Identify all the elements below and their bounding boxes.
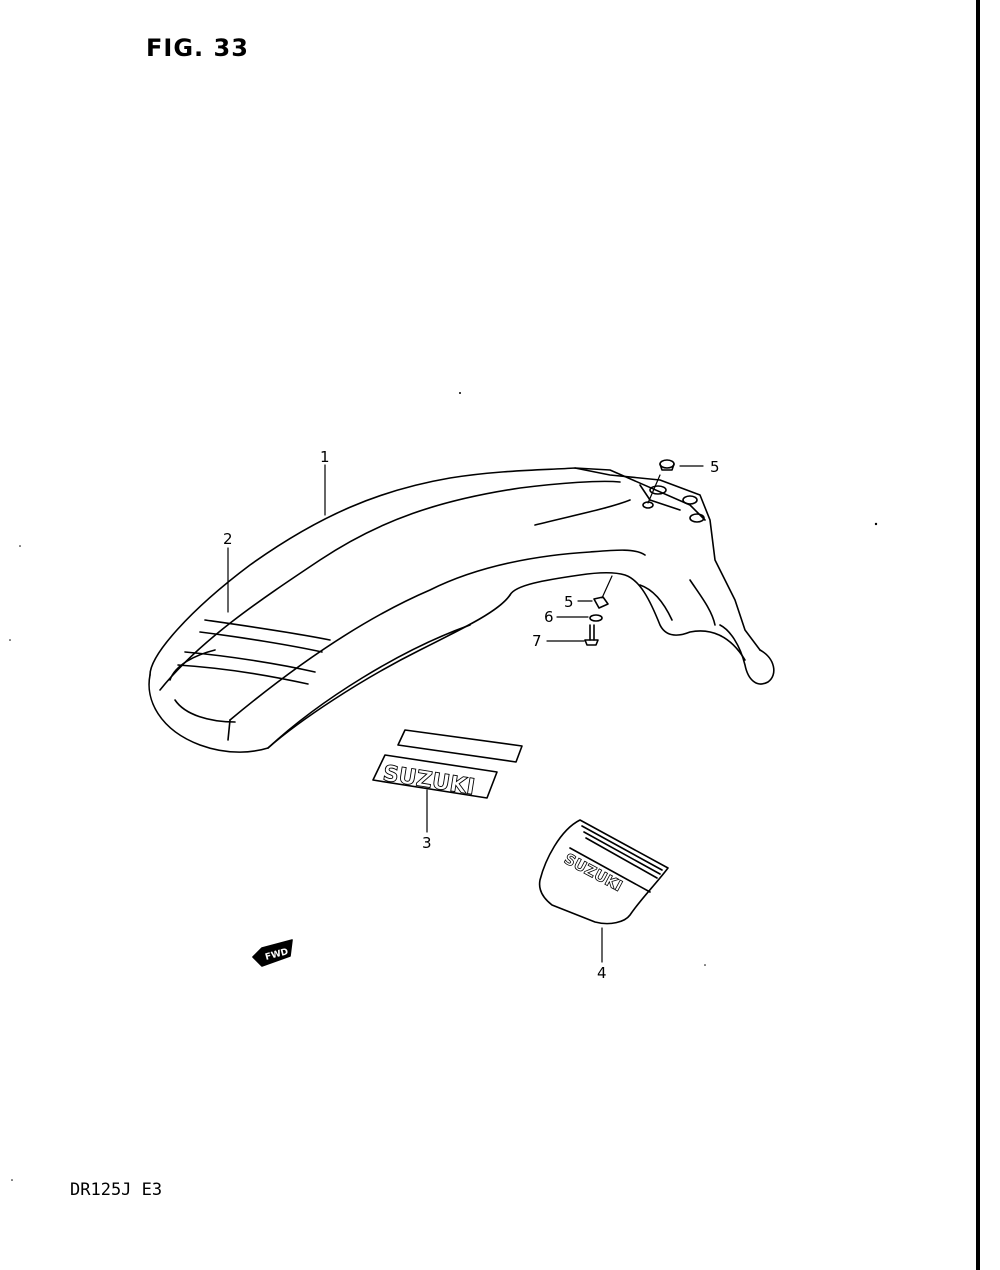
callout-3: 3	[422, 834, 432, 852]
suzuki-emblem-decal-part-3	[372, 729, 523, 799]
page-edge-border	[976, 0, 1000, 1270]
fender-stripe-part-2	[177, 619, 331, 685]
scan-specks	[9, 392, 878, 1181]
fastener-stack-parts-5-6-7	[584, 596, 609, 646]
callout-5-lower: 5	[564, 593, 574, 611]
callout-2: 2	[223, 530, 233, 548]
rear-fender-part-1	[148, 467, 775, 753]
fwd-direction-arrow	[252, 939, 293, 967]
callout-7: 7	[532, 632, 542, 650]
mud-flap-part-4	[538, 819, 669, 925]
callout-4: 4	[597, 964, 607, 982]
callout-leader-lines	[227, 464, 704, 963]
callout-6: 6	[544, 608, 554, 626]
figure-title: FIG. 33	[146, 34, 249, 62]
model-code: DR125J E3	[70, 1180, 163, 1200]
nut-part-5-upper	[659, 459, 675, 471]
callout-5-upper: 5	[710, 458, 720, 476]
callout-1: 1	[320, 448, 330, 466]
